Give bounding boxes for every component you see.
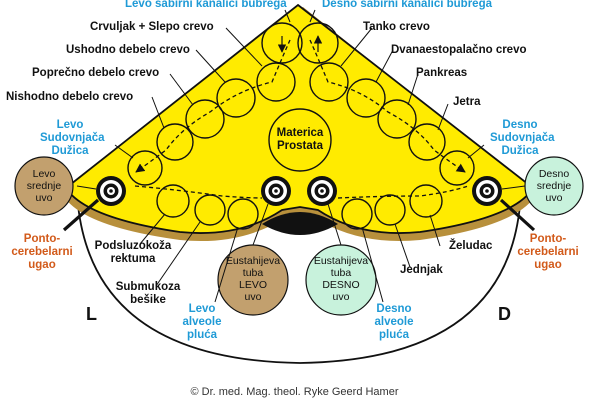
leader-lines — [76, 9, 526, 303]
target-right-eustachian — [307, 176, 337, 206]
label-duodenum: Dvanaestopalačno crevo — [391, 44, 527, 56]
relay-ascending-colon — [216, 78, 256, 118]
aqueduct — [262, 212, 338, 235]
side-left-marker: L — [86, 304, 97, 324]
left-middle-ear-circle — [14, 156, 74, 216]
label-right-tonsil: Desno Sudovnjača Dužica — [490, 119, 555, 157]
relay-left-kidney — [261, 22, 303, 64]
relay-descending-colon — [156, 123, 194, 161]
label-left-alveoli: Levo alveole pluća — [182, 303, 222, 341]
label-small-intestine: Tanko crevo — [363, 21, 430, 33]
gut-path-bottom — [134, 185, 263, 199]
label-pancreas: Pankreas — [416, 67, 468, 79]
label-right-kidney: Desno sabirni kanalići bubrega — [322, 0, 492, 10]
relay-right-tonsil — [439, 150, 475, 186]
relay-stomach — [409, 184, 443, 218]
label-appendix: Crvuljak + Slepo crevo — [90, 21, 214, 33]
label-liver: Jetra — [453, 96, 481, 108]
relay-right-alveoli — [341, 198, 373, 230]
relay-appendix — [256, 62, 296, 102]
relay-liver — [408, 123, 446, 161]
label-ascending-colon: Ushodno debelo crevo — [66, 44, 190, 56]
relay-pancreas — [377, 99, 417, 139]
relay-transverse-colon — [185, 99, 225, 139]
label-transverse-colon: Poprečno debelo crevo — [32, 67, 160, 79]
label-left-cpa: Ponto- cerebelarni ugao — [11, 233, 73, 271]
copyright: © Dr. med. Mag. theol. Ryke Geerd Hamer — [190, 386, 399, 398]
gut-path-bottom-right — [337, 185, 469, 199]
label-esophagus: Jednjak — [400, 264, 443, 276]
gut-path-right — [309, 39, 466, 173]
lower-outline — [77, 204, 521, 364]
label-right-middle-ear: Desno srednje uvo — [536, 168, 572, 204]
label-descending-colon: Nishodno debelo crevo — [6, 91, 134, 103]
right-cpa-arrow — [499, 198, 536, 232]
label-right-eustachian: Eustahijeva tuba DESNO uvo — [313, 255, 369, 303]
brainstem-body — [64, 3, 535, 234]
relay-left-tonsil — [127, 150, 163, 186]
target-right-ear — [472, 176, 502, 206]
relay-circles — [127, 22, 475, 230]
relay-rectum — [156, 184, 190, 218]
label-left-tonsil: Levo Sudovnjača Dužica — [40, 119, 105, 157]
left-cpa-arrow — [62, 198, 100, 232]
label-right-alveoli: Desno alveole pluća — [374, 303, 414, 341]
side-right-marker: D — [498, 304, 511, 324]
label-rectum: Podsluzokoža rektuma — [94, 240, 172, 265]
relay-duodenum — [346, 78, 386, 118]
relay-bladder — [194, 194, 226, 226]
label-left-eustachian: Eustahijeva tuba LEVO uvo — [225, 255, 281, 303]
target-left-eustachian — [261, 176, 291, 206]
relay-uterus — [268, 108, 332, 172]
target-left-ear — [96, 176, 126, 206]
label-stomach: Želudac — [449, 240, 493, 252]
relay-esophagus — [374, 194, 406, 226]
relay-right-kidney — [297, 22, 339, 64]
relay-small-intestine — [309, 62, 349, 102]
relay-left-alveoli — [227, 198, 259, 230]
label-left-kidney: Levo sabirni kanalići bubrega — [125, 0, 287, 10]
label-bladder: Submukoza bešike — [115, 281, 181, 306]
label-right-cpa: Ponto- cerebelarni ugao — [517, 233, 579, 271]
label-uterus: Materica Prostata — [276, 127, 324, 152]
label-left-middle-ear: Levo srednje uvo — [26, 168, 62, 204]
